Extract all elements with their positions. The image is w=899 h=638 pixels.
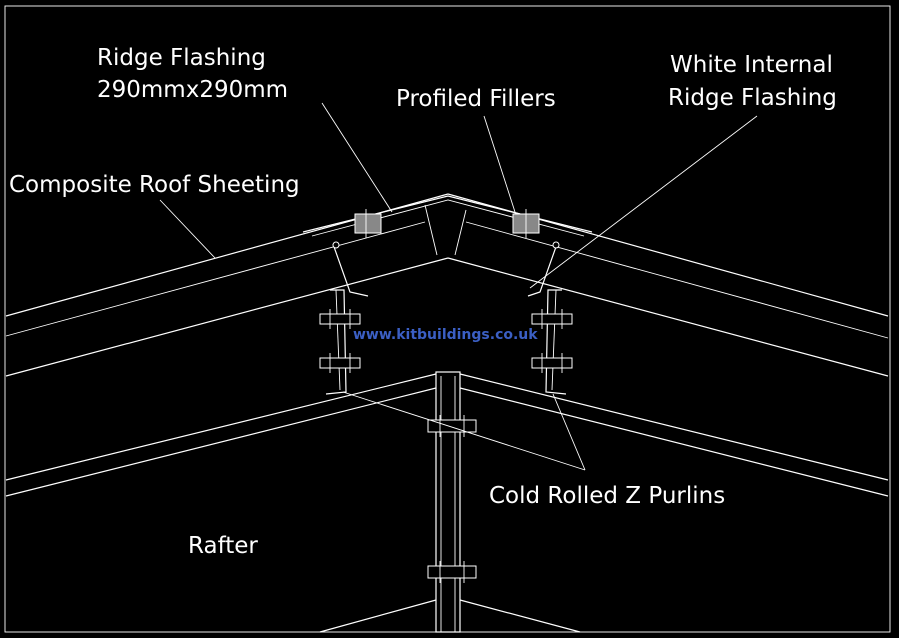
label-ridge-flashing-line1: Ridge Flashing: [97, 45, 266, 71]
label-profiled-fillers: Profiled Fillers: [396, 86, 556, 112]
apex-plate: [427, 371, 477, 633]
internal-ridge-flashing: [332, 241, 560, 297]
z-purlin-right: [531, 289, 573, 395]
leader-lines: [159, 102, 758, 471]
watermark: www.kitbuildings.co.uk: [353, 327, 538, 343]
z-purlin-left: [319, 289, 361, 395]
ridge-flashing: [302, 195, 593, 237]
label-z-purlins: Cold Rolled Z Purlins: [489, 483, 725, 509]
label-composite-roof-sheeting: Composite Roof Sheeting: [9, 172, 300, 198]
label-rafter: Rafter: [188, 533, 258, 559]
profiled-fillers: [354, 209, 540, 238]
label-ridge-flashing-line2: 290mmx290mm: [97, 77, 288, 103]
label-white-internal-line1: White Internal: [670, 52, 833, 78]
rafter: [5, 373, 889, 633]
label-white-internal-line2: Ridge Flashing: [668, 85, 837, 111]
composite-roof-sheeting: [5, 193, 889, 377]
